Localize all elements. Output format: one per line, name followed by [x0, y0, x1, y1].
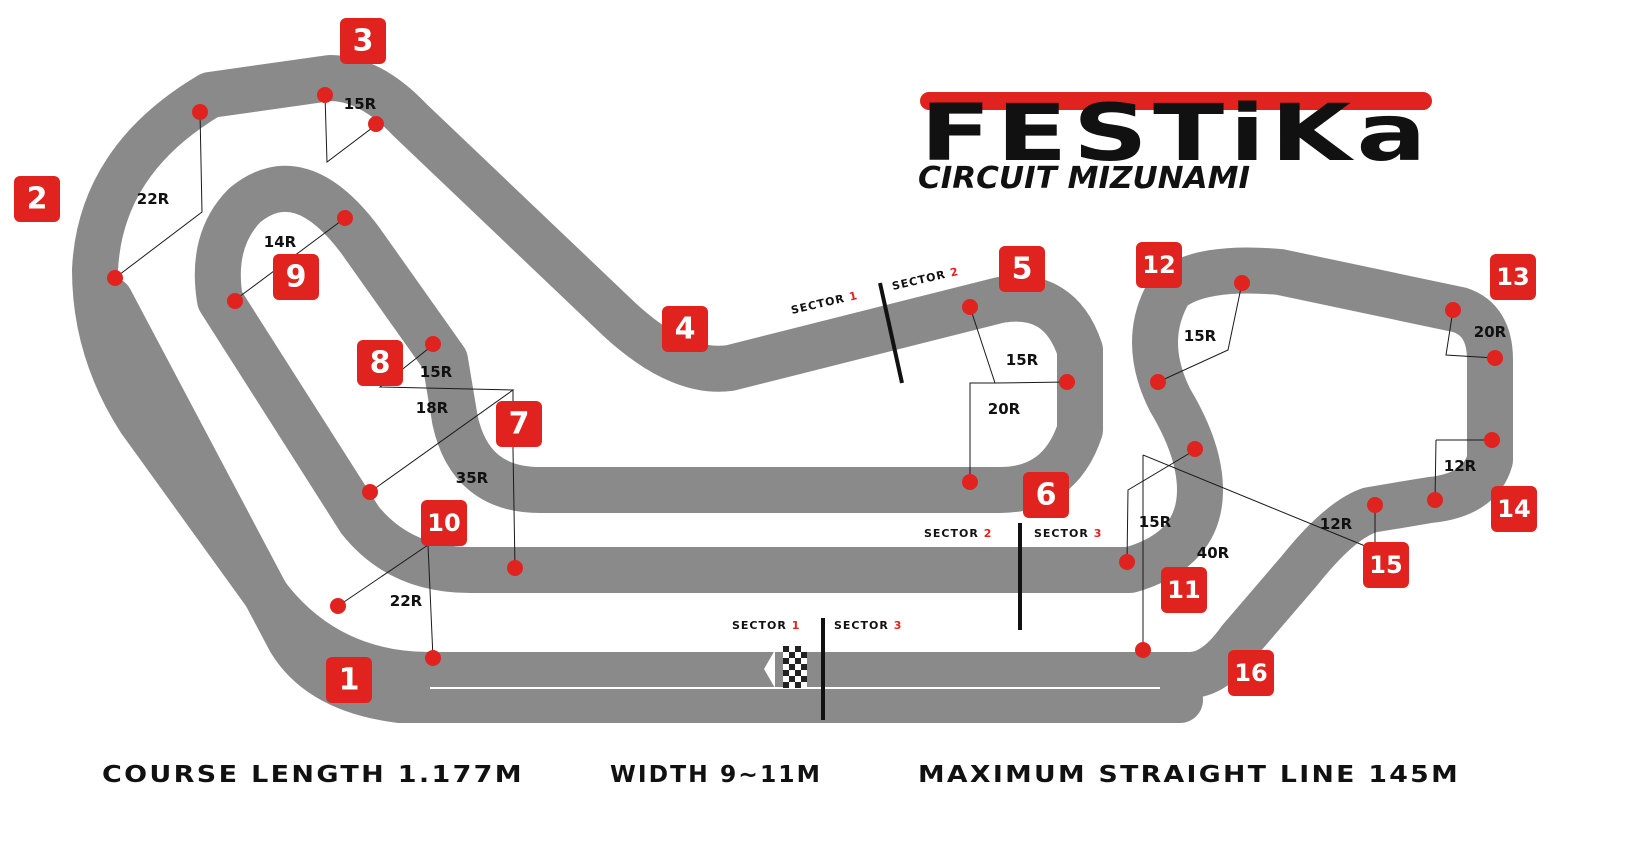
apex-dot-icon [1059, 374, 1075, 390]
radius-label: 22R [137, 190, 170, 208]
apex-dot-icon [1119, 554, 1135, 570]
corner-badge-5[interactable]: 5 [999, 246, 1045, 292]
radius-labels: 22R 15R 14R 15R 18R 35R 22R 15R 20R 15R … [137, 95, 1507, 610]
corner-badge-8[interactable]: 8 [357, 340, 403, 386]
apex-dot-icon [1135, 642, 1151, 658]
radius-label: 20R [988, 400, 1021, 418]
apex-dot-icon [362, 484, 378, 500]
radius-label: 22R [390, 592, 423, 610]
apex-dot-icon [1427, 492, 1443, 508]
apex-dot-icon [425, 650, 441, 666]
corner-badge-2[interactable]: 2 [14, 176, 60, 222]
corner-badge-4[interactable]: 4 [662, 306, 708, 352]
sector-label-start-a: SECTOR 1 [732, 619, 800, 632]
apex-dot-icon [1150, 374, 1166, 390]
apex-dot-icon [107, 270, 123, 286]
corner-number: 13 [1496, 263, 1529, 291]
stat-course-length: COURSE LENGTH 1.177M [102, 762, 524, 788]
course-stats: COURSE LENGTH 1.177M WIDTH 9~11M MAXIMUM… [102, 762, 1460, 788]
apex-dot-icon [962, 299, 978, 315]
corner-number: 10 [427, 509, 460, 537]
apex-dot-icon [192, 104, 208, 120]
radius-label: 20R [1474, 323, 1507, 341]
apex-dot-icon [1445, 302, 1461, 318]
sector-label-mid2-b: SECTOR 3 [1034, 527, 1102, 540]
checkered-flag-icon [764, 646, 807, 688]
corner-badge-6[interactable]: 6 [1023, 472, 1069, 518]
logo-red-bar [920, 92, 1432, 110]
apex-dot-icon [337, 210, 353, 226]
corner-number: 7 [509, 407, 530, 442]
apex-dot-icon [1187, 441, 1203, 457]
corner-number: 15 [1369, 551, 1402, 579]
stat-max-straight: MAXIMUM STRAIGHT LINE 145M [918, 762, 1460, 788]
corner-badge-16[interactable]: 16 [1228, 650, 1274, 696]
brand-logo: FESTiKa CIRCUIT MIZUNAMI [918, 89, 1432, 196]
sector-label-mid1-b: SECTOR 2 [891, 265, 961, 293]
apex-dot-icon [1484, 432, 1500, 448]
corner-number: 6 [1036, 478, 1057, 513]
apex-dot-icon [425, 336, 441, 352]
apex-dot-icon [227, 293, 243, 309]
corner-number: 2 [27, 182, 48, 217]
logo-wordmark: FESTiKa [920, 89, 1432, 179]
sector-label-mid1-a: SECTOR 1 [790, 289, 860, 317]
stat-width: WIDTH 9~11M [610, 762, 822, 788]
sector-line-mid1 [878, 282, 904, 384]
radius-label: 40R [1197, 544, 1230, 562]
corner-badge-12[interactable]: 12 [1136, 242, 1182, 288]
corner-badge-3[interactable]: 3 [340, 18, 386, 64]
corner-number: 12 [1142, 251, 1175, 279]
corner-badge-1[interactable]: 1 [326, 657, 372, 703]
radius-guides [114, 94, 1496, 659]
corner-badge-13[interactable]: 13 [1490, 254, 1536, 300]
corner-number: 16 [1234, 659, 1267, 687]
corner-badge-15[interactable]: 15 [1363, 542, 1409, 588]
track-outer-loop [72, 55, 1513, 698]
radius-label: 12R [1320, 515, 1353, 533]
radius-label: 18R [416, 399, 449, 417]
start-finish [764, 646, 807, 688]
corner-number: 9 [286, 260, 307, 295]
radius-label: 35R [456, 469, 489, 487]
radius-label: 14R [264, 233, 297, 251]
corner-number: 5 [1012, 252, 1033, 287]
corner-badge-11[interactable]: 11 [1161, 567, 1207, 613]
corner-number: 8 [370, 346, 391, 381]
apex-dot-icon [368, 116, 384, 132]
corner-number: 1 [339, 663, 360, 698]
corner-badge-14[interactable]: 14 [1491, 486, 1537, 532]
apex-dot-icon [1487, 350, 1503, 366]
radius-label: 15R [1006, 351, 1039, 369]
sector-lines [821, 282, 1022, 720]
apex-dot-icon [1234, 275, 1250, 291]
corner-badge-7[interactable]: 7 [496, 401, 542, 447]
apex-dot-icon [1367, 497, 1383, 513]
apex-dot-icon [317, 87, 333, 103]
radius-label: 12R [1444, 457, 1477, 475]
apex-dot-icon [962, 474, 978, 490]
corner-number: 4 [675, 312, 696, 347]
radius-label: 15R [344, 95, 377, 113]
corner-badge-10[interactable]: 10 [421, 500, 467, 546]
corner-badges: 1 2 3 4 5 6 7 8 9 10 11 12 13 14 15 16 [14, 18, 1537, 703]
apex-dots [107, 87, 1503, 666]
corner-number: 11 [1167, 576, 1200, 604]
apex-dot-icon [507, 560, 523, 576]
logo-subtitle: CIRCUIT MIZUNAMI [918, 161, 1250, 196]
corner-badge-9[interactable]: 9 [273, 254, 319, 300]
sector-label-start-b: SECTOR 3 [834, 619, 902, 632]
sector-label-mid2-a: SECTOR 2 [924, 527, 992, 540]
apex-dot-icon [330, 598, 346, 614]
corner-number: 3 [353, 24, 374, 59]
radius-label: 15R [420, 363, 453, 381]
radius-label: 15R [1139, 513, 1172, 531]
radius-label: 15R [1184, 327, 1217, 345]
corner-number: 14 [1497, 495, 1530, 523]
